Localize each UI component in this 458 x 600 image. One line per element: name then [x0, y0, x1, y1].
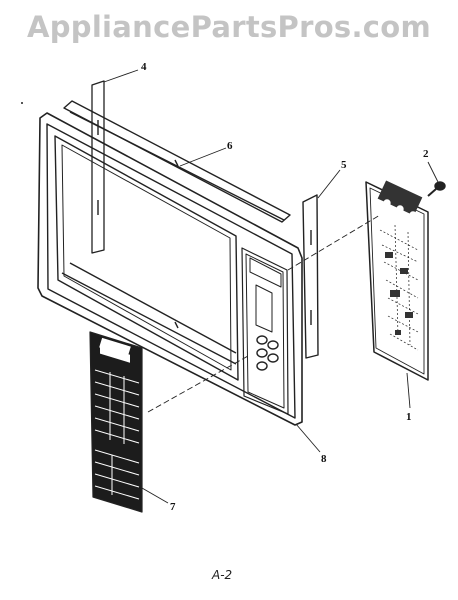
- callout-7: 7: [170, 501, 176, 513]
- part-control-board: [365, 180, 429, 381]
- callout-4: 4: [141, 61, 147, 73]
- callout-1: 1: [406, 411, 412, 423]
- part-right-bracket: [302, 194, 319, 359]
- callout-2: 2: [423, 148, 429, 160]
- part-left-bracket: [91, 80, 105, 254]
- leader-lines: [103, 69, 439, 504]
- watermark: AppliancePartsPros.com: [26, 10, 432, 44]
- part-top-trim: [63, 100, 291, 223]
- part-screw: [427, 181, 446, 197]
- callout-8: 8: [321, 453, 327, 465]
- part-front-frame: [37, 112, 303, 426]
- callout-6: 6: [227, 140, 233, 152]
- callout-5: 5: [341, 159, 347, 171]
- part-membrane-panel: [89, 331, 143, 513]
- page-code: A-2: [212, 568, 233, 582]
